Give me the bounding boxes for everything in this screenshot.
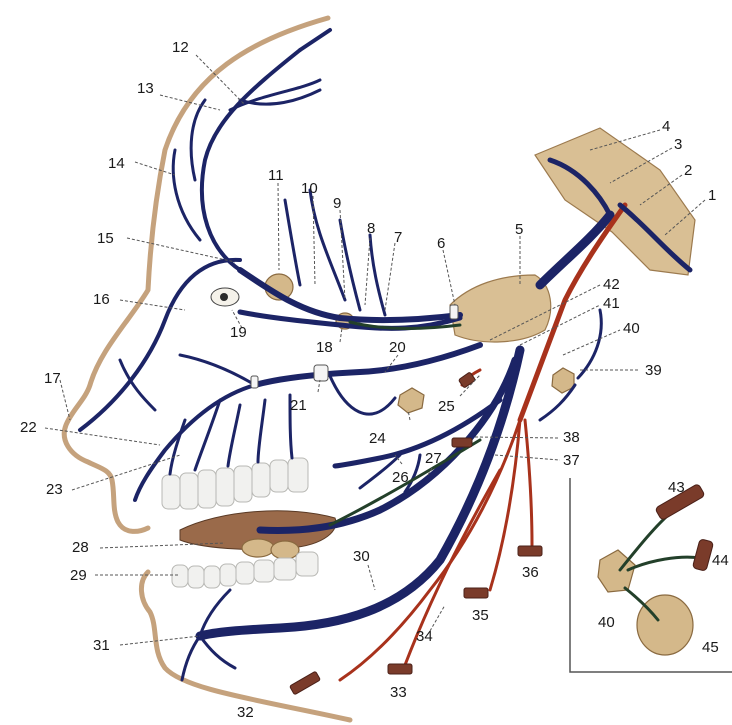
label-26: 26	[392, 469, 409, 486]
label-35: 35	[472, 607, 489, 624]
label-25: 25	[438, 398, 455, 415]
label-12: 12	[172, 39, 189, 56]
label-33: 33	[390, 684, 407, 701]
label-41: 41	[603, 295, 620, 312]
label-18: 18	[316, 339, 333, 356]
muscle-stub-33	[388, 664, 412, 674]
lower-teeth	[172, 552, 318, 588]
pterygopalatine-ganglion	[398, 388, 424, 413]
label-22: 22	[20, 419, 37, 436]
label-8: 8	[367, 220, 375, 237]
label-9: 9	[333, 195, 341, 212]
label-23: 23	[46, 481, 63, 498]
chin-profile-outline	[141, 572, 350, 720]
labels: 1 2 3 4 5 6 7 8 9 10 11 12 13 14 15 16 1…	[20, 39, 729, 721]
label-4: 4	[662, 118, 670, 135]
muscle-stub-36	[518, 546, 542, 556]
label-39: 39	[645, 362, 662, 379]
label-32: 32	[237, 704, 254, 721]
label-2: 2	[684, 162, 692, 179]
label-14: 14	[108, 155, 125, 172]
marker-6	[450, 305, 458, 319]
label-28: 28	[72, 539, 89, 556]
label-45: 45	[702, 639, 719, 656]
label-34: 34	[416, 628, 433, 645]
label-27: 27	[425, 450, 442, 467]
label-19: 19	[230, 324, 247, 341]
label-38: 38	[563, 429, 580, 446]
label-21: 21	[290, 397, 307, 414]
label-16: 16	[93, 291, 110, 308]
label-43: 43	[668, 479, 685, 496]
label-5: 5	[515, 221, 523, 238]
label-40-inset: 40	[598, 614, 615, 631]
label-1: 1	[708, 187, 716, 204]
upper-teeth	[162, 458, 308, 509]
label-24: 24	[369, 430, 386, 447]
label-6: 6	[437, 235, 445, 252]
marker-21b	[251, 376, 258, 388]
label-11: 11	[268, 167, 284, 184]
muscle-stub-32	[290, 671, 321, 695]
label-29: 29	[70, 567, 87, 584]
marker-21	[314, 365, 328, 381]
muscle-stub-44	[692, 539, 713, 572]
label-7: 7	[394, 229, 402, 246]
label-40: 40	[623, 320, 640, 337]
muscle-stub-38	[452, 438, 472, 447]
label-36: 36	[522, 564, 539, 581]
pupil	[220, 293, 228, 301]
label-30: 30	[353, 548, 370, 565]
label-37: 37	[563, 452, 580, 469]
sublingual-gland	[242, 539, 274, 557]
label-3: 3	[674, 136, 682, 153]
label-31: 31	[93, 637, 110, 654]
label-42: 42	[603, 276, 620, 293]
label-15: 15	[97, 230, 114, 247]
label-13: 13	[137, 80, 154, 97]
label-20: 20	[389, 339, 406, 356]
label-10: 10	[301, 180, 318, 197]
muscle-stub-35	[464, 588, 488, 598]
submandibular-gland	[271, 541, 299, 559]
label-17: 17	[44, 370, 61, 387]
label-44: 44	[712, 552, 729, 569]
